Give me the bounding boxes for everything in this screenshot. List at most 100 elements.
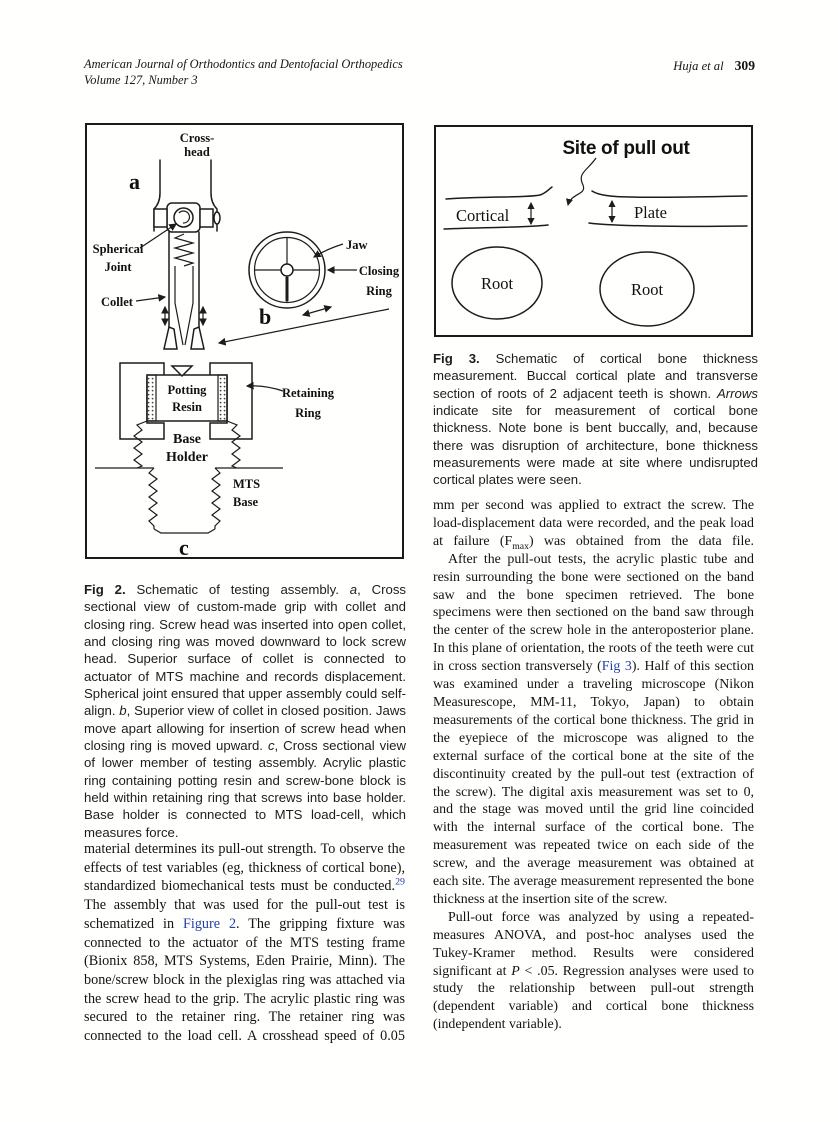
citation-link[interactable]: Figure 2	[182, 915, 237, 932]
shank-bottom	[153, 528, 216, 534]
spherical-joint-label-line2: Joint	[104, 260, 132, 274]
joint-knob	[213, 211, 221, 225]
text-segment: indicate site for measurement of cortica…	[433, 403, 758, 488]
citation-link[interactable]: Fig 3	[601, 659, 632, 675]
cortical-bone-schematic: Site of pull out Cortical Plate Root Roo…	[443, 138, 748, 327]
jaw-arrow	[313, 243, 344, 258]
screw-head-imprint	[170, 365, 194, 378]
body-text-left-column: material determines its pull-out strengt…	[84, 840, 405, 1046]
potting-resin-label-line2: Resin	[172, 400, 202, 414]
collet-taper	[174, 302, 194, 346]
cortical-label: Cortical	[456, 206, 510, 225]
text-segment: c	[267, 738, 275, 754]
journal-volume-line: Volume 127, Number 3	[84, 72, 198, 87]
crosshead-label-line1: Cross-	[180, 131, 215, 145]
site-arrow	[566, 157, 597, 207]
ball-detail	[178, 210, 191, 224]
acrylic-ring	[146, 374, 228, 422]
text-segment: b	[119, 703, 127, 719]
collet-arrow	[135, 294, 167, 302]
figure3-caption: Fig 3. Schematic of cortical bone thickn…	[433, 350, 758, 489]
part-a-letter: a	[129, 169, 140, 194]
testing-assembly-schematic: Cross- head a Spherical Joint Collet	[93, 131, 400, 557]
paragraph-statistics: Pull-out force was analyzed by using a r…	[433, 909, 754, 1034]
journal-title: American Journal of Orthodontics and Den…	[84, 57, 403, 71]
running-head: American Journal of Orthodontics and Den…	[84, 57, 755, 88]
crosshead-column-right	[210, 159, 218, 232]
retaining-ring-label-line2: Ring	[295, 406, 321, 420]
text-segment: Fig 2.	[84, 582, 126, 597]
cortical-plate-right-top	[591, 190, 748, 199]
cortical-plate-left-bottom	[443, 224, 549, 230]
text-segment: . The gripping fixture was connected to …	[84, 915, 406, 1045]
base-holder-label-line2: Holder	[166, 450, 208, 465]
base-holder-thread-right	[226, 420, 241, 469]
collet-foot-left	[163, 325, 178, 350]
mts-base-label-line1: MTS	[233, 477, 260, 491]
text-segment: Arrows	[716, 385, 758, 401]
root-right-outline	[599, 251, 695, 327]
screw-head-center	[280, 263, 294, 277]
text-segment: mm per second was applied to extract the…	[433, 498, 754, 549]
figure2-diagram: Cross- head a Spherical Joint Collet	[85, 123, 404, 559]
running-authors: Huja et al	[673, 59, 724, 73]
base-holder-label-line1: Base	[173, 432, 201, 447]
text-segment: P	[511, 963, 520, 979]
acrylic-wall-left	[146, 374, 157, 422]
root-left-label: Root	[481, 274, 514, 293]
potting-resin-label-line1: Potting	[168, 383, 208, 397]
text-segment: < .05. Regression analyses were used to …	[433, 963, 754, 1033]
root-right-label: Root	[631, 280, 664, 299]
acrylic-wall-right	[217, 374, 228, 422]
closing-ring-outer	[248, 231, 326, 309]
collet-inner-walls	[174, 266, 194, 303]
joint-tab-left	[153, 208, 168, 228]
collet-label: Collet	[101, 295, 134, 309]
text-segment: Pull-out force was analyzed by using a r…	[433, 909, 754, 979]
text-segment: a	[349, 582, 358, 597]
citation-link[interactable]: 29	[395, 876, 405, 888]
cortical-plate-right-bottom	[588, 222, 748, 228]
text-segment: , Cross sectional view of lower member o…	[84, 738, 406, 840]
text-segment: ) was obtained from the data file.	[528, 533, 754, 549]
shank-thread-right	[211, 467, 221, 529]
part-c-letter: c	[179, 535, 189, 557]
paragraph-continued: mm per second was applied to extract the…	[433, 497, 754, 551]
plate-label: Plate	[634, 203, 667, 222]
closing-ring-long-arrow	[217, 308, 390, 346]
base-holder-thread-left	[133, 420, 148, 469]
text-segment: Schematic of cortical bone thickness mea…	[433, 351, 758, 401]
collet-outer-walls	[168, 231, 200, 328]
cortical-plate-left-top	[445, 186, 553, 200]
retaining-ring-label-line1: Retaining	[282, 386, 335, 400]
closing-ring-label-line2: Ring	[366, 284, 392, 298]
closing-ring-label-line1: Closing	[359, 264, 400, 278]
paragraph-sectioning: After the pull-out tests, the acrylic pl…	[433, 551, 754, 909]
closing-ring-inner	[253, 236, 321, 304]
text-segment: Schematic of testing assembly.	[125, 582, 350, 597]
body-text-right-column: mm per second was applied to extract the…	[433, 497, 754, 1034]
collet-spring	[172, 233, 196, 267]
spherical-joint-label-line1: Spherical	[93, 242, 144, 256]
text-segment: material determines its pull-out strengt…	[84, 841, 405, 895]
spherical-joint-arrow	[139, 223, 177, 249]
collet-foot-right	[190, 325, 205, 350]
part-b-letter: b	[259, 304, 271, 329]
text-segment: , Cross sectional view of custom-made gr…	[84, 582, 407, 719]
site-of-pull-out-label: Site of pull out	[562, 138, 690, 159]
retaining-ring-arrow	[245, 381, 284, 392]
jaw-label: Jaw	[346, 238, 368, 252]
figure3-diagram: Site of pull out Cortical Plate Root Roo…	[434, 125, 753, 337]
text-segment: Fig 3.	[433, 351, 480, 366]
figure2-caption: Fig 2. Schematic of testing assembly. a,…	[84, 581, 406, 841]
text-segment: After the pull-out tests, the acrylic pl…	[433, 551, 754, 675]
page-number: 309	[734, 58, 755, 73]
text-segment: ). Half of this section was examined und…	[433, 659, 754, 907]
mts-base-label-line2: Base	[233, 495, 258, 509]
root-left-outline	[451, 246, 543, 320]
shank-thread-left	[148, 467, 158, 529]
ring-motion-arrow	[301, 305, 333, 317]
text-segment: The assembly that was used for the pull-…	[84, 897, 405, 932]
joint-tab-right	[199, 208, 214, 228]
